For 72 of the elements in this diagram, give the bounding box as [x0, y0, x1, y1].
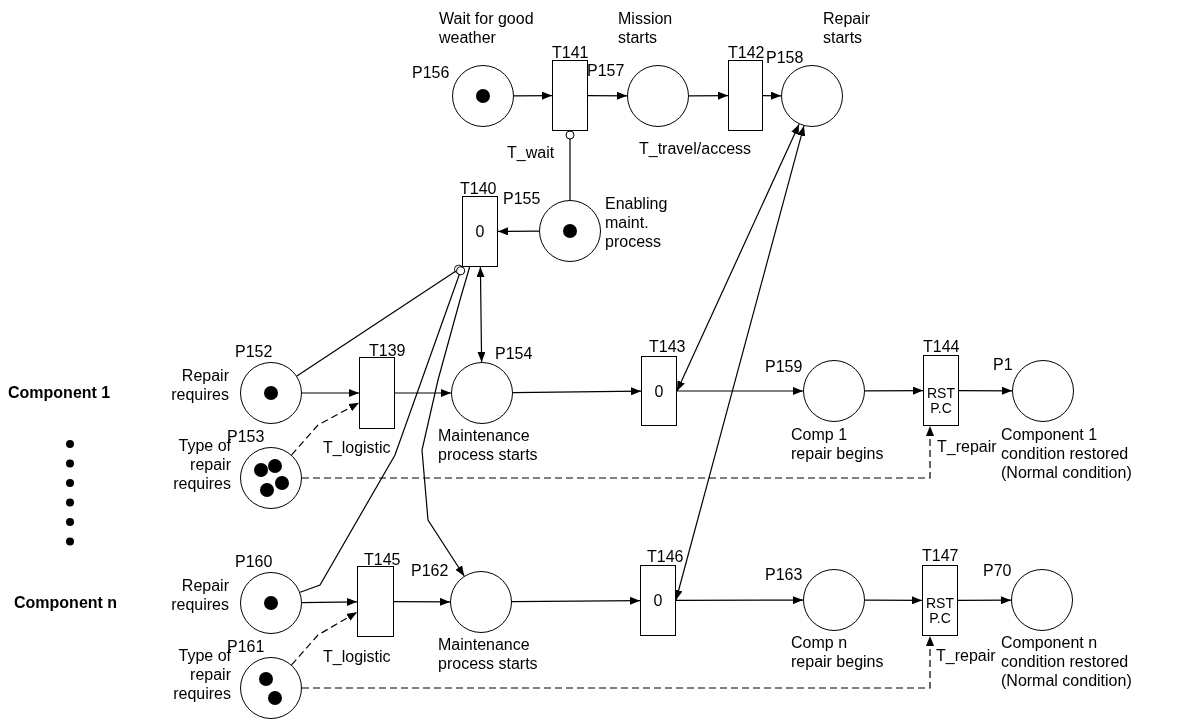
transition-id: T143 [649, 337, 686, 356]
place-description: Maintenance process starts [438, 635, 539, 673]
transition-label: RST P.C [926, 386, 956, 416]
place-id: P162 [411, 561, 449, 580]
arrow [762, 91, 782, 100]
transition-name: T_logistic [323, 438, 392, 457]
arrow [513, 91, 553, 100]
arrow [512, 387, 642, 396]
place-description: Repair requires [170, 576, 229, 614]
place-id: P70 [983, 561, 1012, 580]
transition-label: 0 [652, 591, 664, 610]
arrow [394, 389, 452, 397]
place-id: P156 [412, 63, 450, 82]
place-id: P159 [765, 357, 803, 376]
transition-id: T140 [460, 179, 497, 198]
transition-label: 0 [474, 222, 486, 241]
place-description: Maintenance process starts [438, 426, 539, 464]
place-description: Wait for good weather [439, 9, 535, 47]
place-description: Mission starts [618, 9, 674, 47]
arrow [301, 597, 358, 606]
arrow [676, 123, 800, 392]
place-id: P154 [495, 344, 533, 363]
transition-label: 0 [653, 382, 665, 401]
place-id: P152 [235, 342, 273, 361]
arrow [497, 227, 540, 236]
place-description: Comp n repair begins [791, 633, 885, 671]
arrow [688, 91, 729, 100]
arrow [864, 386, 924, 395]
transition-name: T_wait [507, 143, 556, 162]
arrow [674, 125, 806, 601]
arrow [301, 389, 360, 397]
component-label: Component 1 [8, 383, 111, 402]
arrow [476, 266, 486, 363]
place-description: Component 1 condition restored (Normal condition) [1001, 425, 1133, 482]
arrow [393, 597, 451, 606]
arrow [675, 596, 804, 605]
place-description: Enabling maint. process [605, 194, 669, 251]
place-description: Repair requires [170, 366, 229, 404]
inhibitor-arc [296, 264, 464, 377]
dashed-arrow [291, 402, 360, 456]
place-id: P155 [503, 189, 541, 208]
arrow [864, 596, 923, 605]
dashed-arrow [301, 425, 934, 479]
dashed-arrow [291, 611, 358, 666]
transition-id: T144 [923, 337, 960, 356]
place-description: Comp 1 repair begins [791, 425, 885, 463]
place-id: P160 [235, 552, 273, 571]
place-description: Repair starts [823, 9, 872, 47]
transition-id: T141 [552, 43, 589, 62]
dashed-arrow [301, 635, 934, 689]
transition-name: T_logistic [323, 647, 392, 666]
transition-id: T145 [364, 550, 401, 569]
place-id: P157 [587, 61, 625, 80]
arrow [958, 386, 1013, 395]
place-description: Component n condition restored (Normal condition) [1001, 633, 1133, 690]
arrow [421, 266, 471, 577]
transition-id: T139 [369, 341, 406, 360]
transition-id: T146 [647, 547, 684, 566]
component-label: Component n [14, 593, 118, 612]
place-id: P163 [765, 565, 803, 584]
transition-id: T147 [922, 546, 959, 565]
arrow [587, 91, 628, 100]
inhibitor-arc [565, 130, 575, 201]
place-id: P1 [993, 355, 1013, 374]
arrow [957, 596, 1012, 605]
transition-name: T_travel/access [639, 139, 753, 158]
transition-label: RST P.C [925, 596, 955, 626]
inhibitor-arc [299, 266, 466, 593]
arrow [676, 387, 804, 395]
arrow [511, 596, 641, 605]
transition-id: T142 [728, 43, 765, 62]
place-id: P158 [766, 48, 804, 67]
